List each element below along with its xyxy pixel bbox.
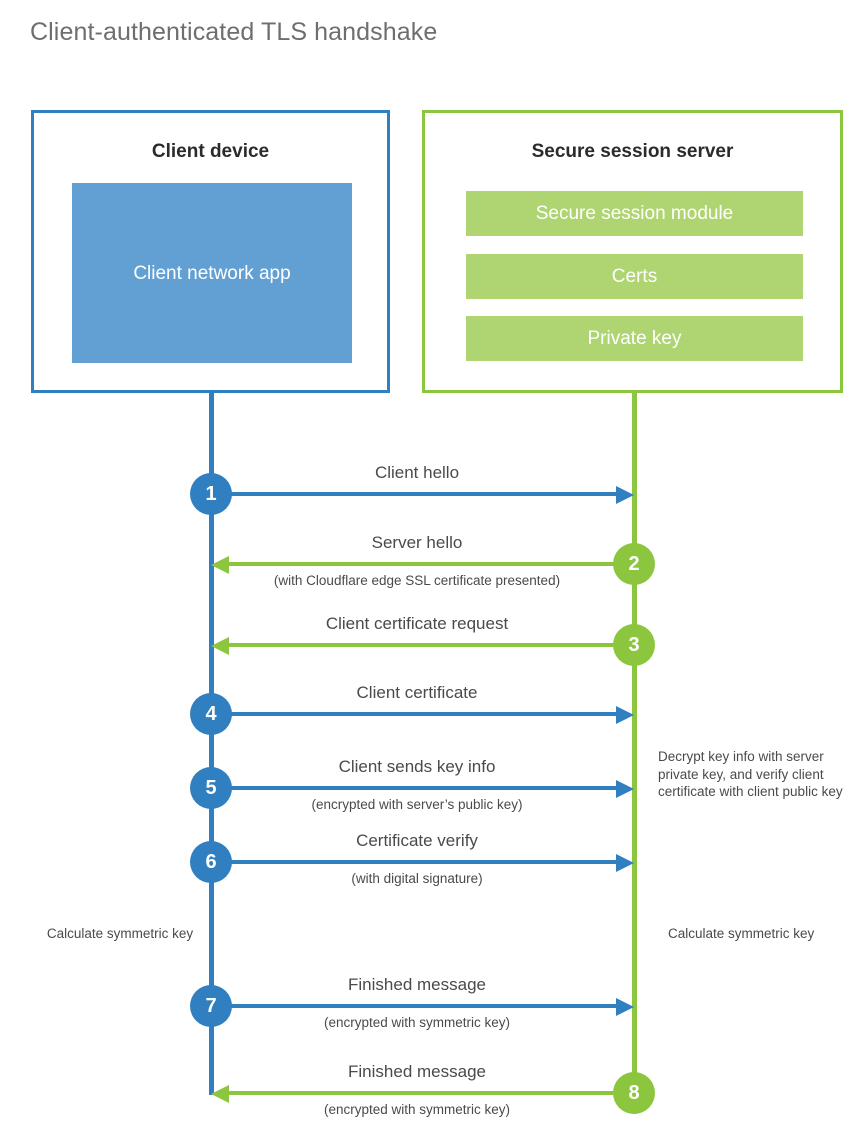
step-circle-2: 2 [613, 543, 655, 585]
step-circle-8: 8 [613, 1072, 655, 1114]
arrowhead-right-icon [616, 780, 634, 798]
message-label-8: Finished message [348, 1062, 486, 1081]
server-component-private-key: Private key [466, 316, 803, 361]
note-calculate-symmetric-key-server: Calculate symmetric key [668, 926, 815, 941]
note-decrypt-key-info: Decrypt key info with server private key… [658, 749, 843, 799]
note-calculate-symmetric-key-client: Calculate symmetric key [46, 926, 194, 941]
message-label-5: Client sends key info [338, 757, 496, 776]
server-component-secure-session-module: Secure session module [466, 191, 803, 236]
message-sublabel-7: (encrypted with symmetric key) [323, 1015, 511, 1030]
message-label-3: Client certificate request [325, 614, 509, 633]
message-arrow-8 [228, 1091, 634, 1095]
arrowhead-left-icon [211, 1085, 229, 1103]
message-label-4: Client certificate [356, 683, 478, 702]
message-arrow-2 [228, 562, 634, 566]
message-arrow-4 [211, 712, 617, 716]
step-circle-6: 6 [190, 841, 232, 883]
arrowhead-right-icon [616, 854, 634, 872]
message-arrow-6 [211, 860, 617, 864]
arrowhead-right-icon [616, 706, 634, 724]
step-circle-4: 4 [190, 693, 232, 735]
step-circle-5: 5 [190, 767, 232, 809]
step-circle-7: 7 [190, 985, 232, 1027]
message-sublabel-5: (encrypted with server’s public key) [311, 797, 523, 812]
message-label-2: Server hello [371, 533, 463, 552]
message-arrow-7 [211, 1004, 617, 1008]
secure-session-server-box: Secure session server Secure session mod… [422, 110, 843, 393]
message-label-6: Certificate verify [356, 831, 478, 850]
message-sublabel-6: (with digital signature) [351, 871, 483, 886]
arrowhead-right-icon [616, 998, 634, 1016]
arrowhead-left-icon [211, 556, 229, 574]
message-label-1: Client hello [374, 463, 460, 482]
client-device-title: Client device [151, 141, 270, 162]
client-device-box: Client device Client network app [31, 110, 390, 393]
message-label-7: Finished message [348, 975, 486, 994]
secure-session-server-title: Secure session server [531, 141, 734, 162]
page-title: Client-authenticated TLS handshake [30, 18, 438, 46]
message-sublabel-2: (with Cloudflare edge SSL certificate pr… [273, 573, 561, 588]
server-component-certs: Certs [466, 254, 803, 299]
server-lifeline [632, 390, 637, 1093]
message-arrow-5 [211, 786, 617, 790]
message-arrow-3 [228, 643, 634, 647]
arrowhead-left-icon [211, 637, 229, 655]
client-lifeline [209, 390, 214, 1095]
arrowhead-right-icon [616, 486, 634, 504]
message-sublabel-8: (encrypted with symmetric key) [323, 1102, 511, 1117]
client-network-app-block: Client network app [72, 183, 352, 363]
step-circle-1: 1 [190, 473, 232, 515]
message-arrow-1 [211, 492, 617, 496]
step-circle-3: 3 [613, 624, 655, 666]
